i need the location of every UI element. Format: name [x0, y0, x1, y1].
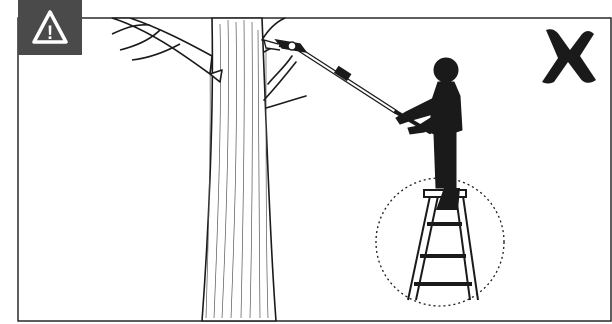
warning-badge: ! — [18, 0, 82, 55]
diagram-frame — [18, 18, 611, 321]
warning-exclamation: ! — [47, 23, 53, 44]
